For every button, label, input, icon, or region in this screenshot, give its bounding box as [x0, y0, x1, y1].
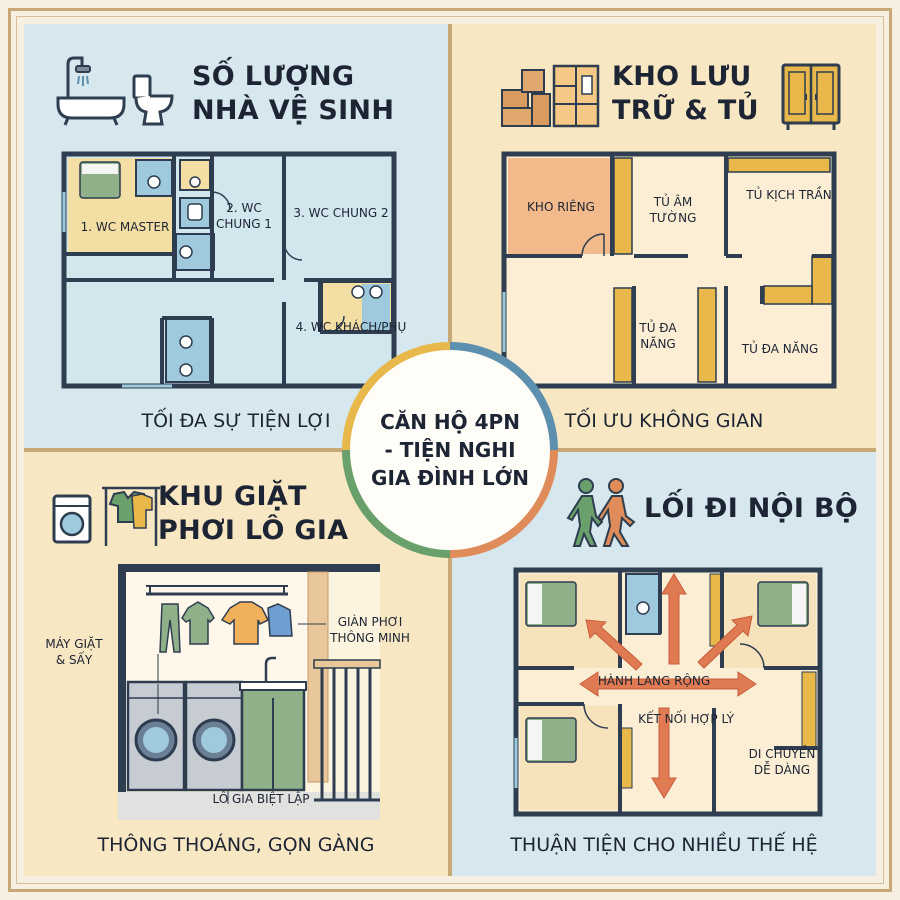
inner-frame — [16, 16, 884, 884]
storage-title-line1: KHO LƯU — [612, 61, 752, 92]
wall-closet-label-line2: TƯỜNG — [649, 211, 697, 225]
storage-floor-plan — [501, 151, 837, 389]
bathroom-title-line1: SỐ LƯỢNG — [192, 61, 355, 92]
center-title-line3: GIA ĐÌNH LỚN — [371, 466, 529, 490]
laundry-panel: KHU GIẶT PHƠI LÔ GIA — [24, 452, 448, 876]
walking-people-icon — [566, 478, 636, 547]
drying-rack-label: GIÀN PHƠI THÔNG MINH — [320, 614, 420, 646]
storage-caption: TỐI ƯU KHÔNG GIAN — [564, 410, 764, 432]
storage-panel: KHO LƯU TRỮ & TỦ KHO RIÊNG TỦ Â — [452, 24, 876, 448]
wc-master-label: 1. WC MASTER — [80, 220, 170, 234]
logical-connection-label: KẾT NỐI HỢP LÝ — [638, 712, 734, 726]
bathroom-title-line2: NHÀ VỆ SINH — [192, 95, 395, 126]
wall-closet-label: TỦ ÂM TƯỜNG — [638, 194, 708, 226]
easy-move-label-line2: DỄ DÀNG — [753, 763, 811, 777]
wc-common1-label: 2. WC CHUNG 1 — [214, 200, 274, 232]
hallway-caption: THUẬN TIỆN CHO NHIỀU THẾ HỆ — [510, 834, 818, 856]
wide-corridor-label: HÀNH LANG RỘNG — [597, 674, 711, 688]
bathroom-caption: TỐI ĐA SỰ TIỆN LỢI — [141, 410, 331, 432]
bathroom-floor-plan — [61, 151, 397, 389]
multi-cabinet1-label-line2: NĂNG — [640, 337, 676, 351]
wardrobe-icon — [781, 63, 841, 130]
drying-rack-label-line1: GIÀN PHƠI — [337, 615, 403, 629]
washer-label: MÁY GIẶT & SẤY — [34, 636, 114, 668]
toilet-icon — [132, 74, 174, 126]
wc-common1-label-line1: 2. WC — [226, 201, 262, 215]
wall-closet-label-line1: TỦ ÂM — [653, 195, 693, 209]
washer-clothes-icon — [52, 486, 160, 546]
boxes-shelf-icon — [501, 64, 600, 128]
washer-label-line1: MÁY GIẶT — [45, 637, 103, 651]
laundry-caption: THÔNG THOÁNG, GỌN GÀNG — [97, 834, 375, 856]
wc-common2-label: 3. WC CHUNG 2 — [293, 206, 389, 220]
multi-cabinet1-label: TỦ ĐA NĂNG — [628, 320, 688, 352]
wc-guest-label: 4. WC KHÁCH/PHỤ — [295, 320, 407, 334]
easy-move-label-line1: DI CHUYỂN — [748, 747, 816, 761]
private-storage-label: KHO RIÊNG — [527, 200, 595, 214]
outer-frame — [8, 8, 892, 892]
multi-cabinet2-label: TỦ ĐA NĂNG — [741, 342, 819, 356]
center-title-line2: - TIỆN NGHI — [384, 438, 516, 462]
drying-rack-label-line2: THÔNG MINH — [330, 631, 410, 645]
washer-label-line2: & SẤY — [55, 653, 93, 667]
center-title-line1: CĂN HỘ 4PN — [380, 410, 520, 434]
loggia-label: LÔ GIA BIỆT LẬP — [212, 792, 310, 806]
hallway-title: LỐI ĐI NỘI BỘ — [644, 493, 859, 524]
center-badge-inner: CĂN HỘ 4PN - TIỆN NGHI GIA ĐÌNH LỚN — [350, 350, 550, 550]
easy-move-label: DI CHUYỂN DỄ DÀNG — [732, 746, 832, 778]
multi-cabinet1-label-line1: TỦ ĐA — [639, 321, 677, 335]
laundry-loggia-illustration — [118, 564, 381, 820]
center-badge: CĂN HỘ 4PN - TIỆN NGHI GIA ĐÌNH LỚN — [342, 342, 558, 558]
storage-title-line2: TRỮ & TỦ — [612, 95, 759, 126]
ceiling-cabinet-label: TỦ KỊCH TRẦN — [746, 188, 832, 202]
bathtub-shower-icon — [56, 56, 126, 126]
wc-common1-label-line2: CHUNG 1 — [216, 217, 272, 231]
laundry-title-line1: KHU GIẶT — [158, 481, 307, 512]
hallway-floor-plan — [513, 567, 823, 817]
laundry-title-line2: PHƠI LÔ GIA — [158, 515, 349, 546]
